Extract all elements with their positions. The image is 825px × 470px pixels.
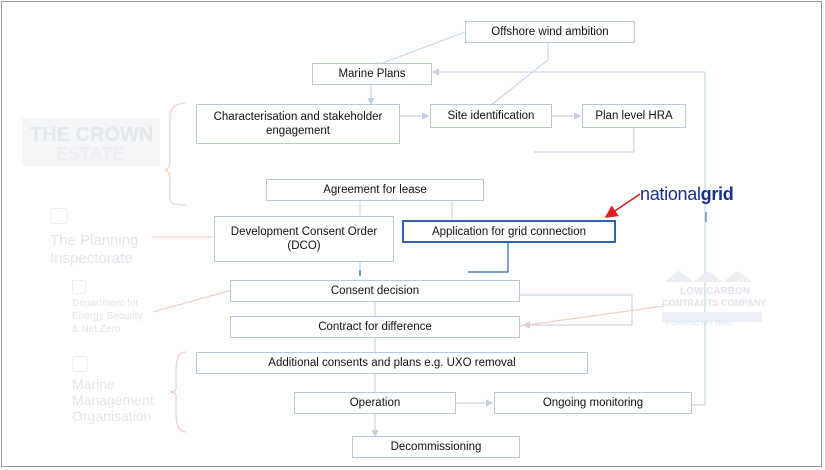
crest-icon (72, 356, 88, 372)
plan-level-hra-box: Plan level HRA (582, 104, 686, 128)
mmo-logo-text-1: Marine (72, 376, 115, 392)
crown-estate-logo-text-2: ESTATE (56, 144, 125, 164)
marine-plans-box: Marine Plans (312, 63, 432, 85)
contract-for-difference-box: Contract for difference (230, 316, 520, 338)
ongoing-monitoring-box: Ongoing monitoring (494, 392, 692, 414)
planning-inspectorate-logo: The Planning Inspectorate (44, 208, 152, 272)
offshore-wind-ambition-box: Offshore wind ambition (465, 21, 635, 43)
mmo-logo: Marine Management Organisation (66, 356, 176, 428)
decommissioning-box: Decommissioning (352, 436, 520, 458)
planning-logo-text-1: The Planning (50, 232, 139, 249)
desnz-logo-text-3: & Net Zero (72, 324, 121, 335)
crown-estate-logo: THE CROWN ESTATE (22, 118, 160, 166)
desnz-logo: Department for Energy Security & Net Zer… (66, 280, 162, 342)
agreement-for-lease-box: Agreement for lease (266, 179, 484, 201)
lccc-logo-bar: POWERING NET ZERO (662, 312, 762, 327)
site-identification-box: Site identification (430, 104, 552, 128)
planning-logo-text-2: Inspectorate (50, 250, 133, 267)
desnz-logo-text-1: Department for (72, 298, 139, 309)
national-grid-logo-text-2: grid (700, 184, 734, 204)
lccc-logo-text-1: LOW CARBON (680, 286, 750, 297)
lccc-logo-text-3: POWERING NET ZERO (666, 321, 732, 327)
additional-consents-box: Additional consents and plans e.g. UXO r… (196, 352, 588, 374)
consent-decision-box: Consent decision (230, 280, 520, 302)
operation-box: Operation (294, 392, 456, 414)
crest-icon (50, 208, 68, 224)
national-grid-logo: nationalgrid (640, 184, 734, 205)
mmo-logo-text-2: Management (72, 392, 154, 408)
lccc-logo: LOW CARBON CONTRACTS COMPANY POWERING NE… (662, 268, 767, 327)
desnz-logo-text-2: Energy Security (72, 311, 143, 322)
dco-box: Development Consent Order (DCO) (214, 216, 394, 262)
crown-estate-logo-text-1: THE CROWN (30, 124, 154, 146)
wave-icon (664, 270, 753, 282)
national-grid-logo-text-1: national (640, 184, 701, 204)
crest-icon (72, 280, 86, 294)
lccc-logo-text-2: CONTRACTS COMPANY (662, 298, 767, 308)
characterisation-box: Characterisation and stakeholder engagem… (196, 104, 400, 144)
mmo-logo-text-3: Organisation (72, 408, 152, 424)
grid-connection-box: Application for grid connection (402, 220, 616, 243)
